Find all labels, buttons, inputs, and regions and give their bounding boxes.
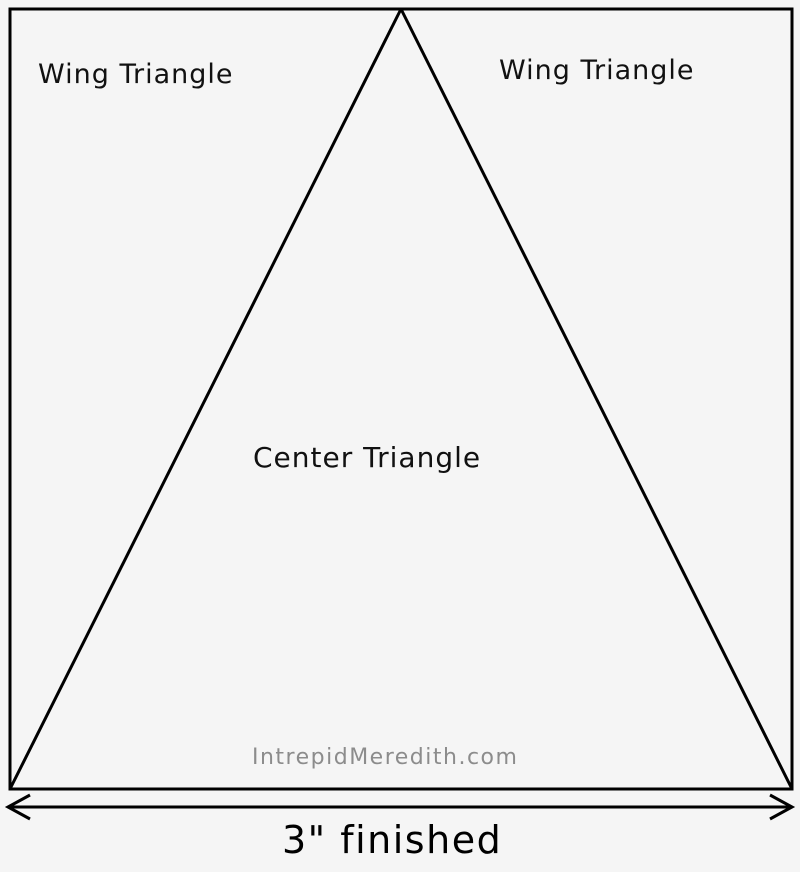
arrowhead-left bbox=[4, 793, 31, 821]
dimension-arrow bbox=[4, 793, 796, 821]
arrowhead-right bbox=[769, 793, 796, 821]
triangle-right-edge bbox=[399, 8, 794, 790]
block-outline bbox=[8, 7, 794, 791]
wing-triangle-left-label: Wing Triangle bbox=[38, 59, 234, 90]
watermark: IntrepidMeredith.com bbox=[252, 745, 519, 770]
triangle-left-edge bbox=[8, 8, 403, 790]
wing-triangle-right-label: Wing Triangle bbox=[499, 55, 695, 86]
center-triangle-label: Center Triangle bbox=[253, 441, 482, 474]
dimension-label: 3" finished bbox=[282, 818, 503, 862]
